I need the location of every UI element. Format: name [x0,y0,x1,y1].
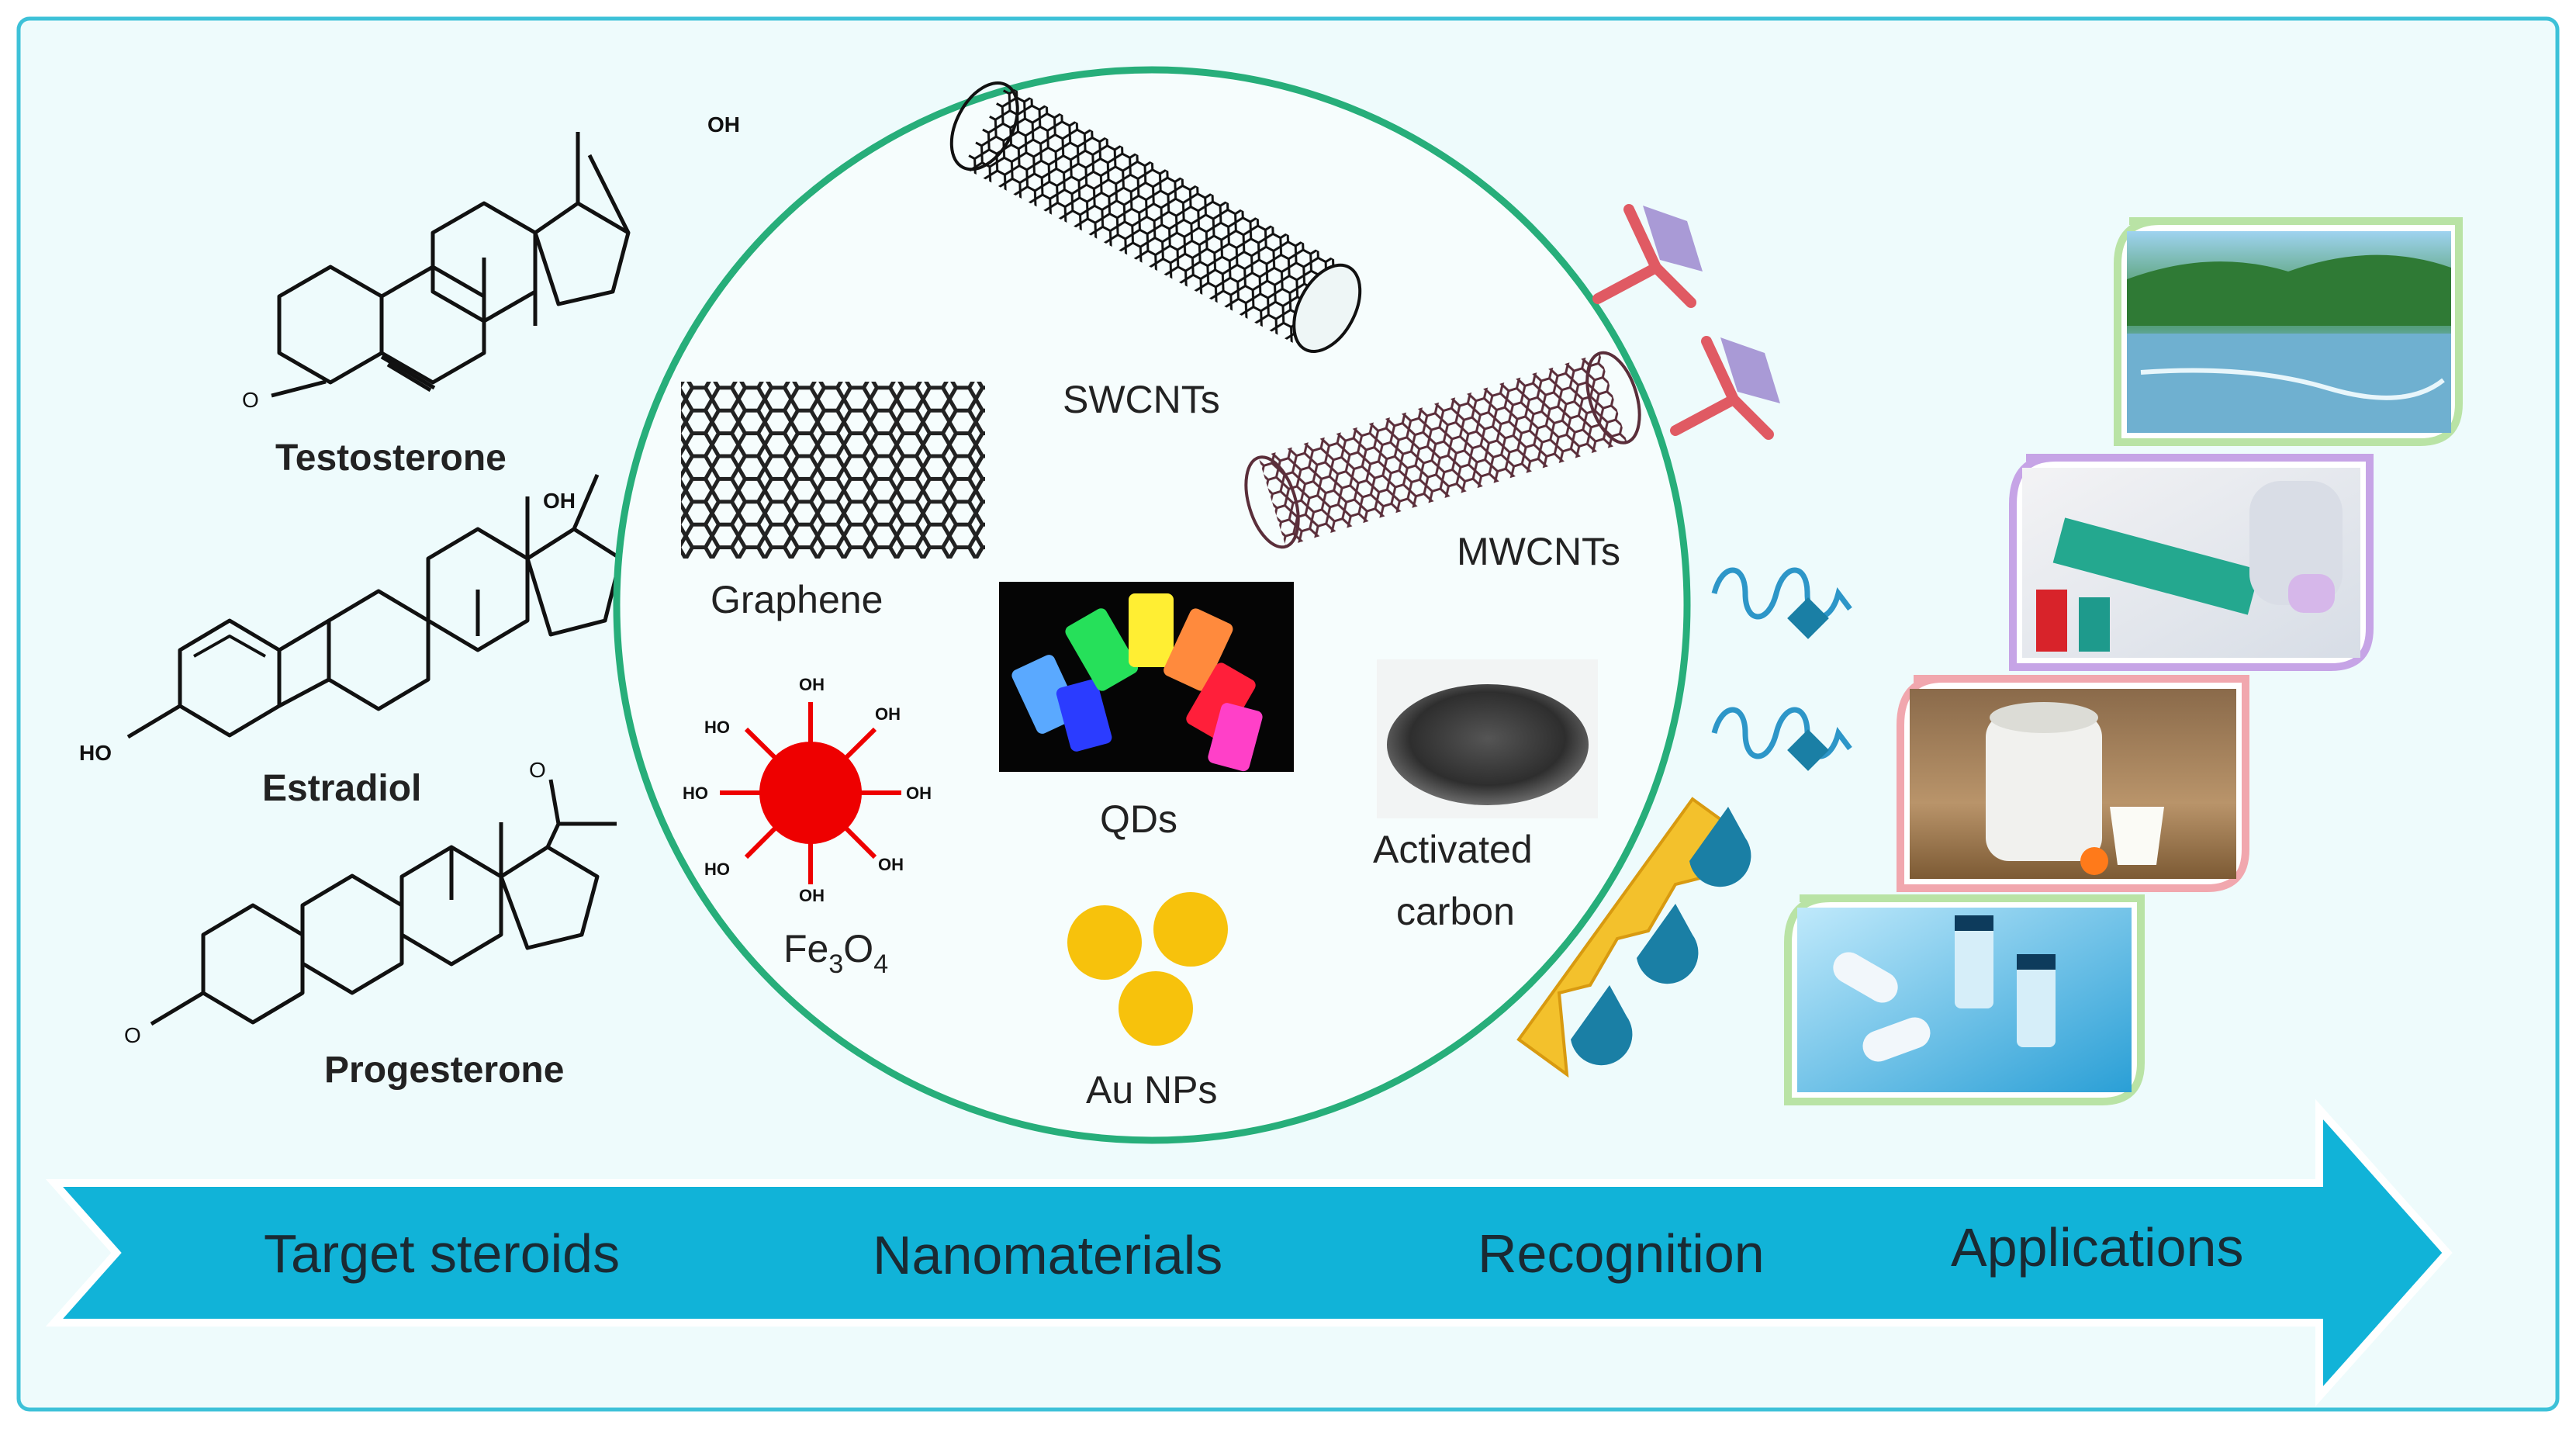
fe3o4-ho-left: HO [683,783,708,803]
testosterone-structure [271,132,631,398]
antibody-icon [1670,336,1780,440]
fe3o4-label-fe: Fe [783,927,828,970]
gold-nanoparticles-icon [1067,892,1228,1046]
activated-carbon-label-line1: Activated [1373,828,1533,871]
stage-nanomaterials: Nanomaterials [873,1225,1222,1285]
estradiol-ho-label: HO [79,741,112,765]
estradiol-label: Estradiol [262,768,421,809]
fe3o4-oh-bottom: OH [799,886,825,905]
fe3o4-oh-bottomright: OH [878,855,904,874]
estradiol-structure [126,474,623,739]
mwcnt-icon [1244,351,1641,549]
fe3o4-ho-topleft: HO [704,718,730,737]
progesterone-label: Progesterone [324,1050,564,1091]
stage-recognition: Recognition [1478,1223,1765,1284]
fe3o4-oh-top: OH [799,675,825,694]
swcnts-label: SWCNTs [1063,378,1220,421]
river-water-image [2114,217,2463,446]
progesterone-structure [150,779,617,1026]
workflow-arrow [45,1098,2453,1407]
testosterone-o-label: O [242,388,259,412]
fe3o4-ho-bottomleft: HO [704,860,730,879]
au-nps-label: Au NPs [1086,1068,1218,1112]
mwcnts-label: MWCNTs [1457,530,1620,573]
stage-target-steroids: Target steroids [264,1223,620,1284]
qds-label: QDs [1100,797,1177,841]
activated-carbon-label-line2: carbon [1396,890,1515,933]
fe3o4-label-o: O [843,927,873,970]
swcnt-icon [949,81,1362,353]
fe3o4-label-sub3: 3 [828,949,843,979]
graphene-icon [681,382,985,559]
progesterone-o-top-label: O [529,758,546,782]
estradiol-oh-label: OH [543,489,576,513]
fe3o4-nanoparticle-icon [720,702,901,884]
fe3o4-label: Fe3O4 [783,927,888,979]
quantum-dots-icon [999,582,1294,772]
antibody-icon [1592,204,1703,308]
laboratory-image [2009,454,2374,671]
progesterone-o-label: O [124,1023,141,1047]
testosterone-oh-label: OH [707,112,740,137]
fe3o4-oh-topright: OH [875,704,901,724]
milk-dairy-image [1897,675,2249,892]
fe3o4-oh-right: OH [906,783,932,803]
pharmaceutical-pills-image [1784,894,2145,1105]
activated-carbon-icon [1377,659,1598,818]
fe3o4-label-sub4: 4 [873,949,888,979]
stage-applications: Applications [1951,1217,2243,1278]
molecularly-imprinted-polymer-icon [1516,797,1751,1078]
testosterone-label: Testosterone [275,438,507,479]
graphene-label: Graphene [711,578,883,621]
